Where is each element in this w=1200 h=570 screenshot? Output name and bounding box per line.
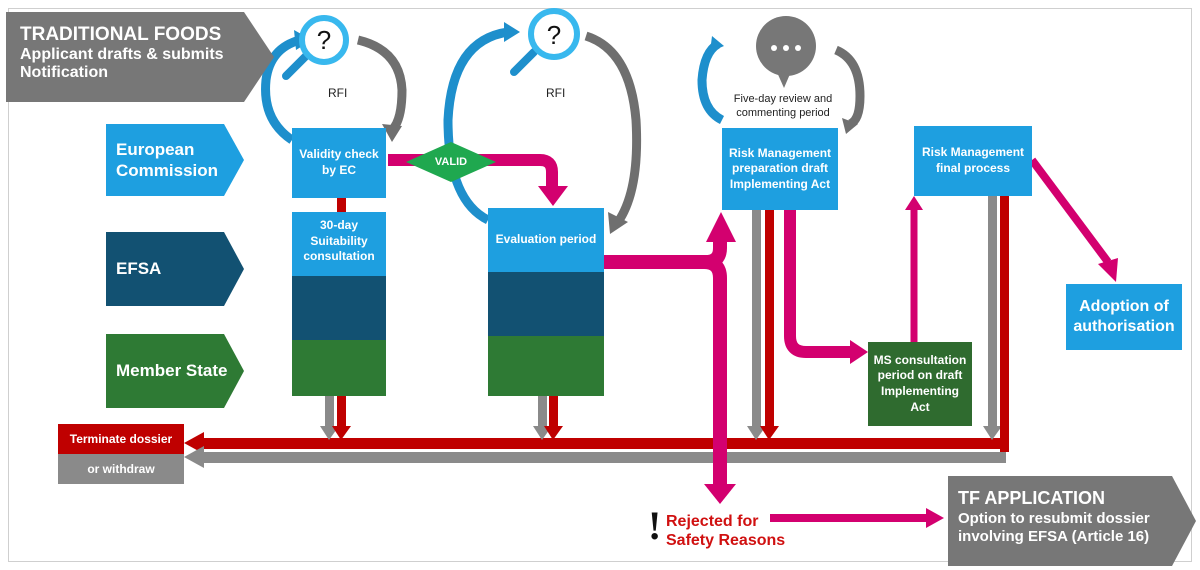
rfi1-grey-loop bbox=[356, 35, 407, 134]
actor-ms-shape bbox=[106, 334, 244, 408]
actor-ec-label: European Commission bbox=[116, 139, 219, 180]
actor-efsa-label: EFSA bbox=[116, 259, 162, 279]
traditional-foods-header: TRADITIONAL FOODS Applicant drafts & sub… bbox=[6, 12, 274, 102]
evaluation-to-rm-arrow bbox=[604, 238, 727, 269]
withdraw-label: or withdraw bbox=[58, 454, 184, 484]
rm-final-arrowhead bbox=[905, 196, 923, 210]
header-line3: Notification bbox=[20, 64, 108, 82]
terminate-or-withdraw: Terminate dossier or withdraw bbox=[58, 424, 184, 484]
rm-final-down-arrows bbox=[983, 196, 1009, 452]
speech-bubble-ellipsis-icon bbox=[748, 12, 824, 90]
tf-arrowhead bbox=[926, 508, 944, 528]
rfi2-grey-loop bbox=[584, 31, 642, 225]
ms-arrowhead bbox=[850, 340, 868, 364]
step-evaluation-period: Evaluation period bbox=[488, 208, 604, 272]
valid-decision: VALID bbox=[406, 142, 496, 182]
review-line1: Five-day review and bbox=[733, 93, 833, 105]
rfi1-grey-arrowhead bbox=[382, 124, 402, 142]
step-suitability-consultation: 30-day Suitability consultation bbox=[292, 212, 386, 276]
magnifier-svg-2: ? bbox=[510, 8, 580, 76]
tf-application-shape bbox=[948, 476, 1196, 566]
tf-application-chevron: TF APPLICATION Option to resubmit dossie… bbox=[948, 476, 1196, 566]
question-magnifier-icon: ? bbox=[276, 14, 360, 84]
valid-arrowhead bbox=[538, 186, 568, 206]
review-grey-arrowhead bbox=[842, 118, 858, 134]
tf-application-title: TF APPLICATION bbox=[958, 488, 1105, 508]
rejected-arrowhead bbox=[704, 484, 736, 504]
diagram-frame bbox=[8, 8, 1192, 562]
rfi2-blue-loop bbox=[443, 27, 509, 225]
withdraw-grey-line bbox=[184, 446, 1006, 468]
rm-final-to-adoption-arrow bbox=[1028, 157, 1112, 265]
review-blue-arrowhead bbox=[710, 36, 724, 52]
magnifier-svg-1: ? bbox=[282, 15, 349, 80]
actor-efsa-shape bbox=[106, 232, 244, 306]
question-magnifier-icon: ? bbox=[504, 6, 594, 80]
valid-to-evaluation-arrow bbox=[388, 154, 558, 192]
header-line2: Applicant drafts & submits bbox=[20, 45, 224, 63]
review-line2: commenting period bbox=[736, 107, 830, 120]
header-chevron-shape bbox=[6, 12, 274, 102]
review-blue-loop bbox=[697, 40, 725, 125]
bubble-svg bbox=[756, 16, 816, 88]
step-ms-consultation: MS consultation period on draft Implemen… bbox=[868, 342, 972, 426]
tf-application-line3: involving EFSA (Article 16) bbox=[958, 527, 1150, 545]
col2-down-arrows bbox=[533, 396, 563, 440]
step-rm-final: Risk Management final process bbox=[914, 126, 1032, 196]
step-validity-check: Validity check by EC bbox=[292, 128, 386, 198]
rejected-line2: Safety Reasons bbox=[666, 532, 786, 550]
rfi2-blue-arrowhead bbox=[504, 22, 520, 42]
exclamation-icon: ! bbox=[648, 503, 662, 548]
actor-ec-shape bbox=[106, 124, 244, 196]
rm-prep-down-arrows bbox=[747, 210, 779, 440]
rfi2-grey-arrowhead bbox=[608, 212, 628, 234]
header-text: TRADITIONAL FOODS Applicant drafts & sub… bbox=[20, 24, 224, 83]
step-rm-preparation: Risk Management preparation draft Implem… bbox=[722, 128, 838, 210]
rejected-text: Rejected for Safety Reasons bbox=[666, 512, 826, 550]
rfi-label-2: RFI bbox=[546, 86, 566, 100]
rejected-line1: Rejected for bbox=[666, 513, 759, 530]
rm-arrowhead bbox=[706, 212, 736, 242]
header-title: TRADITIONAL FOODS bbox=[20, 24, 222, 45]
efsa-lane-block-2 bbox=[488, 272, 604, 336]
valid-label: VALID bbox=[434, 156, 468, 168]
actor-ms-label: Member State bbox=[116, 361, 228, 381]
review-grey-loop bbox=[833, 45, 865, 129]
terminate-label: Terminate dossier bbox=[58, 424, 184, 454]
efsa-lane-block-1 bbox=[292, 276, 386, 340]
to-rejected-arrow bbox=[703, 255, 727, 486]
ms-lane-block-1 bbox=[292, 340, 386, 396]
rfi-label-1: RFI bbox=[328, 86, 348, 100]
terminate-red-line bbox=[184, 432, 1000, 454]
adoption-arrowhead bbox=[1098, 258, 1118, 282]
rm-prep-to-ms-arrow bbox=[784, 210, 852, 358]
svg-text:?: ? bbox=[317, 25, 331, 55]
tf-application-line2: Option to resubmit dossier bbox=[958, 509, 1150, 527]
actor-member-state: Member State bbox=[106, 334, 354, 408]
actor-european-commission: European Commission bbox=[106, 124, 354, 196]
tf-application-text: TF APPLICATION Option to resubmit dossie… bbox=[958, 488, 1150, 546]
svg-text:?: ? bbox=[547, 20, 561, 50]
valid-diamond-shape bbox=[406, 142, 496, 182]
rfi1-blue-loop bbox=[261, 35, 302, 144]
ms-lane-block-2 bbox=[488, 336, 604, 396]
review-period-note: Five-day review and commenting period bbox=[720, 92, 846, 121]
actor-efsa: EFSA bbox=[106, 232, 354, 306]
step-adoption: Adoption of authorisation bbox=[1066, 284, 1182, 350]
